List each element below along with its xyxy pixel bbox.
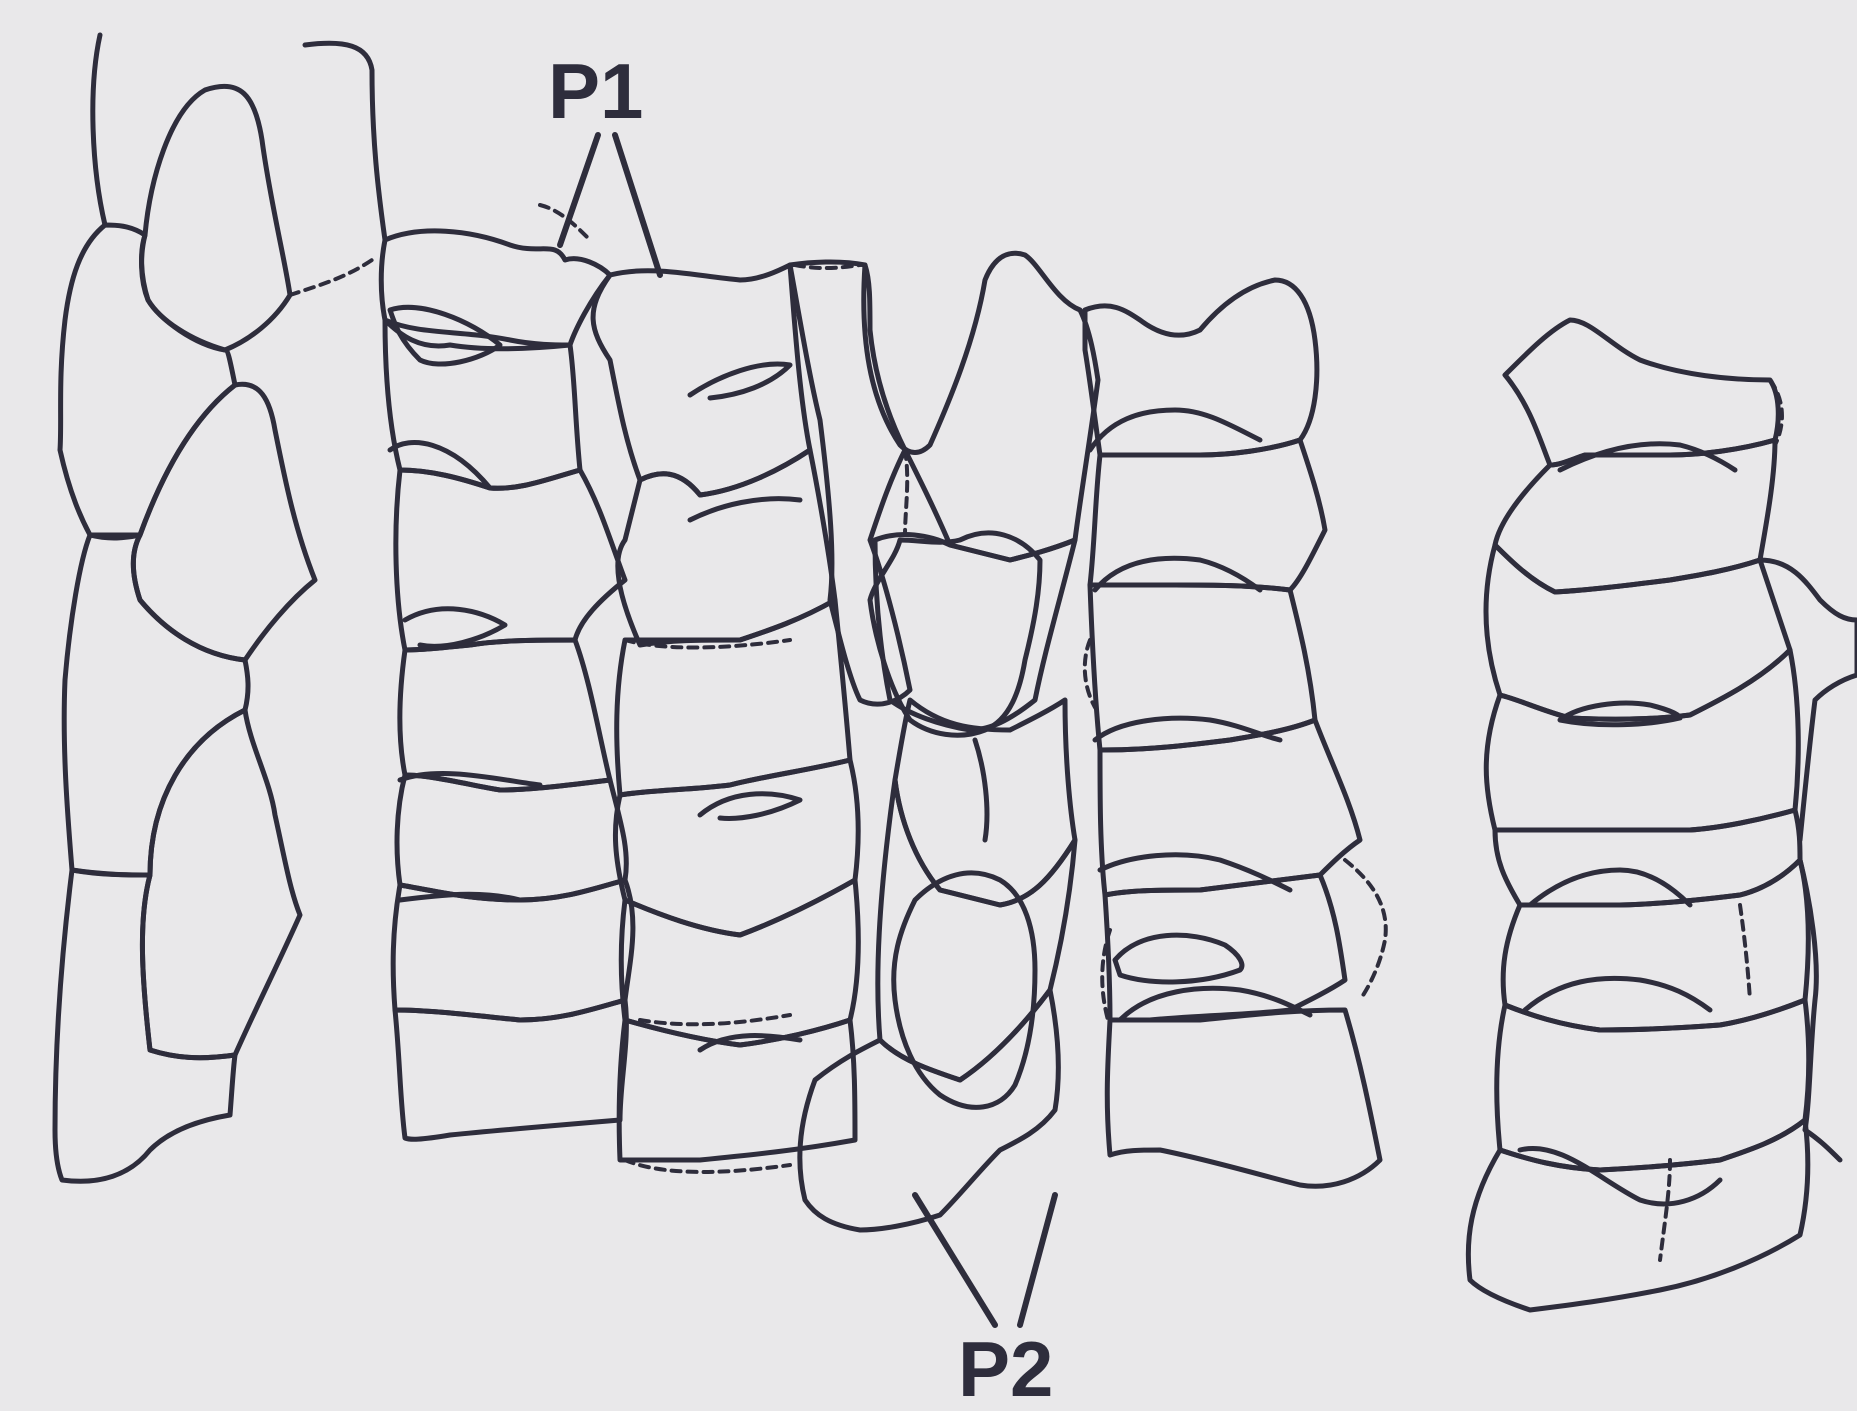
leader-line-p1 [615, 135, 660, 275]
cell [395, 1000, 626, 1139]
cell-wall [690, 499, 800, 520]
cell [1115, 935, 1242, 982]
cell [864, 253, 1098, 560]
leader-line-p1 [560, 135, 598, 245]
cell-wall [1090, 410, 1260, 450]
leader-line-p2 [915, 1195, 995, 1325]
cell-column-6 [1468, 320, 1857, 1310]
cell [619, 1020, 855, 1160]
cell [397, 775, 626, 900]
cell [400, 640, 610, 790]
cell [55, 870, 235, 1181]
dashed-wall [1740, 905, 1750, 1000]
cell-wall [1525, 978, 1710, 1010]
dashed-wall [1345, 860, 1386, 1000]
cell [385, 320, 580, 488]
cell-column-3 [593, 265, 858, 1172]
cell [393, 880, 633, 1020]
cell [1486, 545, 1790, 719]
cell [1503, 860, 1808, 1030]
dashed-wall [1660, 1160, 1670, 1260]
cell-column-5 [1085, 280, 1386, 1186]
dashed-wall [640, 1015, 790, 1024]
cell [1486, 650, 1798, 830]
cell-wall [700, 794, 800, 819]
cell-wall [305, 43, 385, 240]
cell [894, 873, 1035, 1107]
label-p2: P2 [958, 1325, 1053, 1411]
cell [875, 535, 1075, 730]
leader-line-p2 [1020, 1195, 1055, 1325]
cell-column-2 [381, 205, 633, 1139]
cell [790, 262, 910, 704]
dashed-wall [290, 260, 372, 295]
cell [1100, 720, 1360, 895]
dashed-wall [795, 265, 860, 268]
cell [60, 225, 235, 538]
label-p1: P1 [548, 47, 643, 135]
cell [396, 470, 625, 650]
label-p2-group: P2 [915, 1195, 1055, 1411]
cell-column-4 [790, 253, 1098, 1230]
cell [1107, 1010, 1380, 1186]
cell [1085, 280, 1317, 455]
cell [878, 780, 1075, 1080]
cell [593, 265, 810, 495]
cell-wall [1530, 870, 1690, 905]
cell-column-1 [55, 35, 385, 1181]
cell [142, 86, 290, 350]
cell-wall [690, 364, 790, 398]
cell-wall [93, 35, 105, 225]
label-p1-group: P1 [548, 47, 660, 275]
cell-wall [975, 740, 987, 840]
cell [142, 710, 300, 1058]
dashed-wall [905, 450, 907, 535]
cell-wall [1520, 1148, 1720, 1204]
